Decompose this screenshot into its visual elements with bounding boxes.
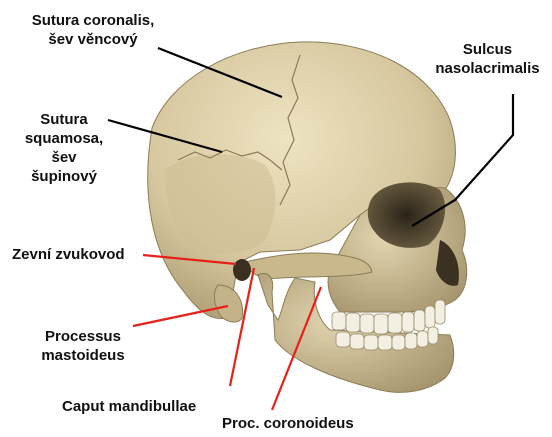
label-processus-mastoideus: Processus mastoideus [28, 327, 138, 365]
label-zevni-zvukovod: Zevní zvukovod [12, 245, 125, 264]
label-caput-mandibulae: Caput mandibullae [62, 397, 196, 416]
label-sulcus-nasolacrimalis: Sulcus nasolacrimalis [425, 40, 550, 78]
ear-canal [233, 259, 251, 281]
label-proc-coronoideus: Proc. coronoideus [222, 414, 354, 433]
label-sutura-coronalis: Sutura coronalis, šev věncový [18, 11, 168, 49]
label-sutura-squamosa: Sutura squamosa, šev šupinový [14, 110, 114, 186]
